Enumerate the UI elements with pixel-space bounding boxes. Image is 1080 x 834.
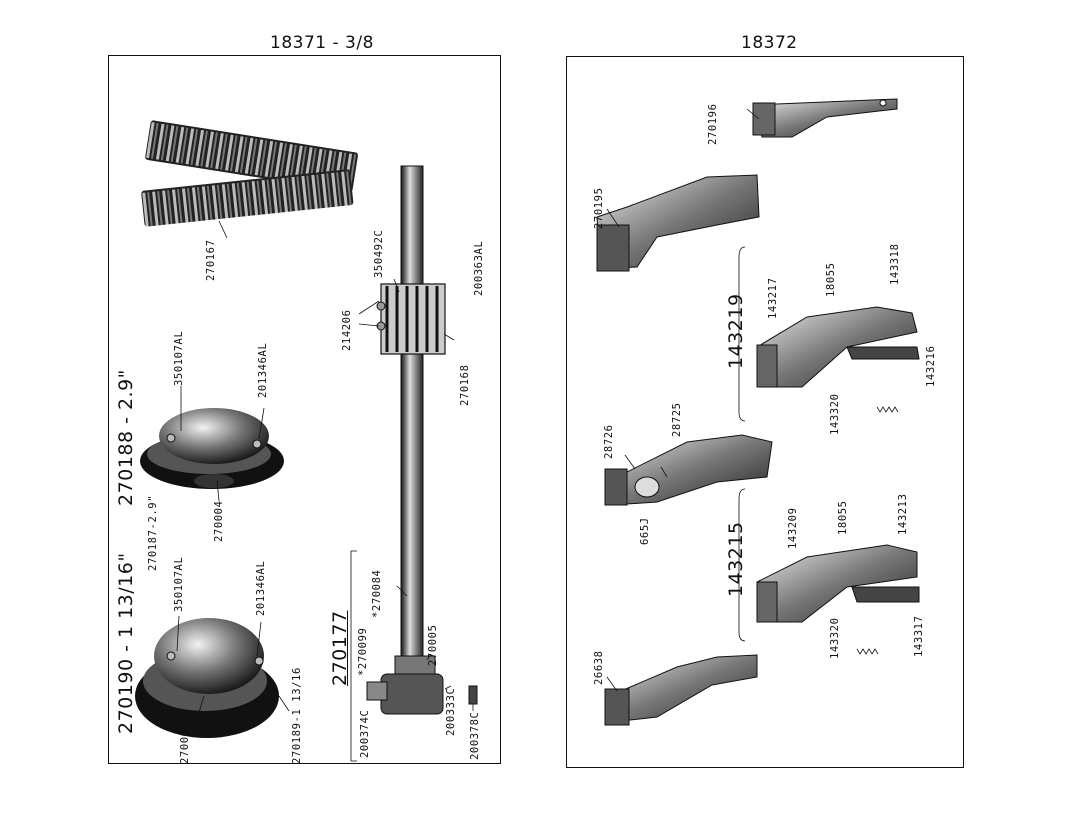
label-214206: 214206 [341, 309, 353, 351]
right-parts-illustration [596, 98, 920, 726]
label-270004-lower: 270004 [179, 722, 191, 764]
label-143209: 143209 [787, 507, 799, 549]
presser-foot-270195-art [596, 174, 760, 272]
label-270084: *270084 [371, 569, 383, 618]
label-143217: 143217 [767, 277, 779, 319]
label-28725: 28725 [671, 402, 683, 437]
label-350107al-upper: 350107AL [173, 330, 185, 386]
left-parts-panel: 270190 - 1 13/16" 270188 - 2.9" 270177 2… [108, 55, 501, 764]
presser-foot-143215-art [756, 544, 920, 623]
presser-foot-26638-art [604, 654, 758, 726]
shaft-assembly-art [366, 165, 478, 715]
label-201346al-upper: 201346AL [257, 342, 269, 398]
label-270195: 270195 [593, 187, 605, 229]
shaft-assembly-heading: 270177 [329, 610, 351, 686]
label-143317: 143317 [913, 615, 925, 657]
presser-foot-28726-art [604, 434, 773, 506]
label-270187: 270187-2.9" [147, 494, 159, 571]
feed-roll-2-9-heading: 270188 - 2.9" [115, 369, 137, 506]
label-270196: 270196 [707, 103, 719, 145]
presser-foot-270196-art [752, 98, 898, 138]
right-parts-panel: 143219 143215 270196 270195 143217 18055… [566, 56, 964, 768]
label-270004-upper: 270004 [213, 500, 225, 542]
right-page-number: 18372 [741, 33, 798, 53]
label-270005: 270005 [427, 624, 439, 666]
feed-roll-upper-art [140, 408, 284, 489]
presser-foot-143219-art [756, 306, 920, 388]
label-270167: 270167 [205, 239, 217, 281]
label-665j: 665J [639, 517, 651, 545]
label-200363al: 200363AL [473, 240, 485, 296]
label-18055-lower: 18055 [837, 500, 849, 535]
label-143320-lower: 143320 [829, 617, 841, 659]
label-26638: 26638 [593, 650, 605, 685]
feed-roll-1-13-16-heading: 270190 - 1 13/16" [115, 552, 137, 734]
label-350107al-lower: 350107AL [173, 556, 185, 612]
label-143320-upper: 143320 [829, 393, 841, 435]
label-200378c: 200378C [469, 711, 481, 760]
label-200333c: 200333C [445, 687, 457, 736]
label-143318: 143318 [889, 243, 901, 285]
label-270099: *270099 [357, 627, 369, 676]
chain-belt-lower-art [141, 169, 354, 227]
left-parts-illustration [135, 120, 478, 762]
label-270168: 270168 [459, 364, 471, 406]
feed-roll-lower-art [135, 618, 279, 738]
label-143213: 143213 [897, 493, 909, 535]
label-28726: 28726 [603, 424, 615, 459]
label-270189: 270189-1 13/16 [291, 667, 303, 764]
label-143216: 143216 [925, 345, 937, 387]
label-201346al-lower: 201346AL [255, 560, 267, 616]
label-18055-upper: 18055 [825, 262, 837, 297]
label-350492c: 350492C [373, 229, 385, 278]
group-143215-heading: 143215 [725, 521, 747, 597]
left-page-number: 18371 - 3/8 [270, 33, 374, 53]
label-200374c: 200374C [359, 709, 371, 758]
group-143219-heading: 143219 [725, 293, 747, 369]
